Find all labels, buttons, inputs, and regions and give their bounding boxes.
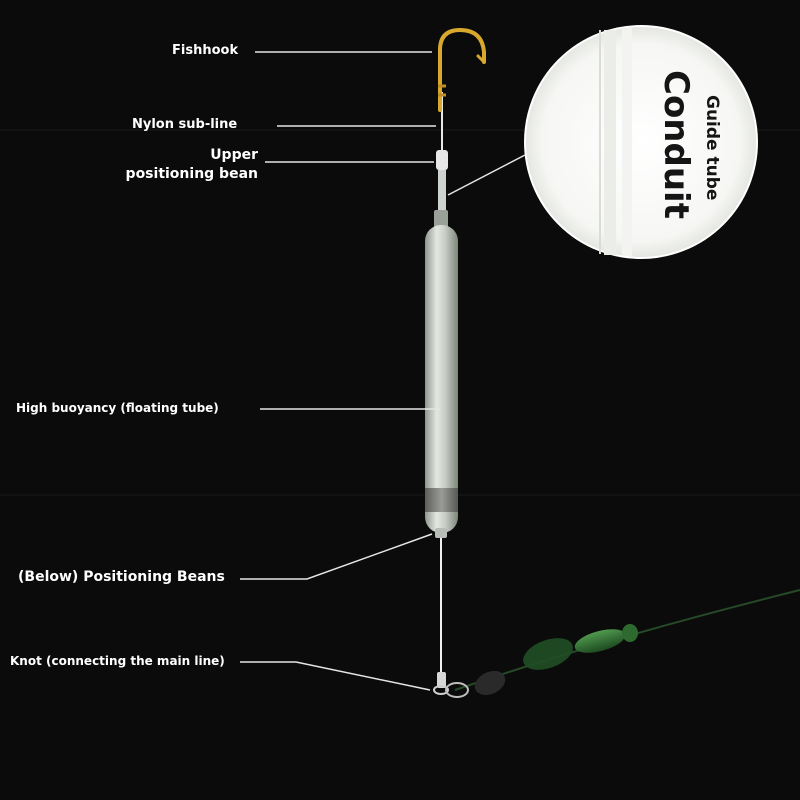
main-line	[454, 589, 800, 696]
label-upper-positioning-bean: Upper positioning bean	[125, 147, 258, 182]
label-below-positioning-beans: (Below) Positioning Beans	[18, 569, 225, 585]
label-fishhook: Fishhook	[172, 43, 239, 58]
callout-line-below-beans	[240, 533, 433, 580]
green-bead	[622, 624, 638, 642]
callout-line-knot	[240, 661, 431, 691]
knot-swivel-graphic	[433, 672, 469, 698]
green-bead	[574, 629, 626, 653]
upper-positioning-bean-graphic	[436, 150, 448, 170]
green-bead	[523, 638, 573, 670]
fishhook-graphic	[438, 27, 486, 112]
label-high-buoyancy: High buoyancy (floating tube)	[16, 401, 219, 415]
label-nylon-sub-line: Nylon sub-line	[132, 117, 238, 132]
floating-tube-graphic	[425, 210, 458, 538]
zoom-inset-subtitle: Guide tube	[702, 95, 722, 201]
swivel-sleeve	[474, 670, 506, 696]
zoom-inset-title: Conduit	[656, 70, 696, 219]
guide-tube-zoom-inset	[524, 25, 758, 259]
label-knot: Knot (connecting the main line)	[10, 654, 225, 668]
callout-line-zoom	[447, 154, 526, 196]
callout-lines	[240, 51, 526, 691]
guide-tube-top	[438, 170, 446, 210]
